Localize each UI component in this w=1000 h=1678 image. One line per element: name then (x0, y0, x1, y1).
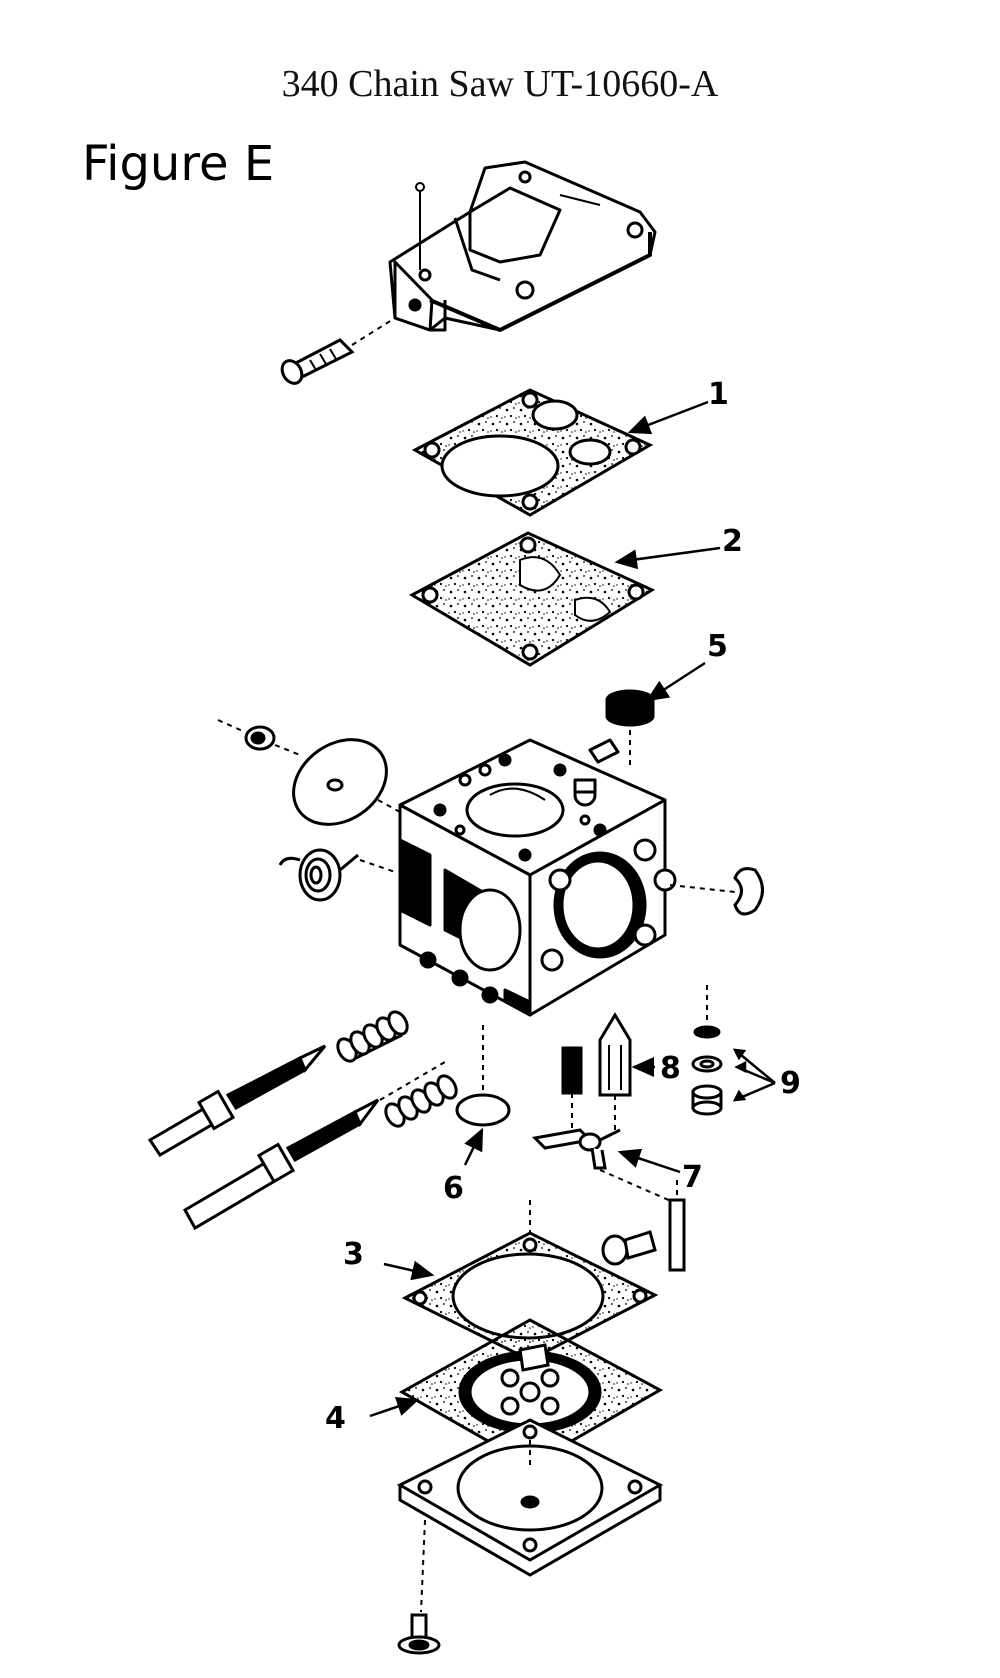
callout-9: 9 (780, 1066, 801, 1101)
callout-4: 4 (325, 1401, 346, 1436)
low-speed-needle-spring (384, 1074, 458, 1128)
callout-7: 7 (682, 1160, 703, 1195)
throttle-stop-screw (217, 719, 301, 756)
pump-cover (388, 160, 657, 332)
carburetor-body (398, 738, 677, 1017)
cover-screw (280, 317, 396, 385)
lever-pin (668, 1180, 686, 1272)
callout-6: 6 (443, 1171, 464, 1206)
cover-bottom-screw (397, 1519, 441, 1655)
throttle-return-spring (278, 848, 396, 902)
e-clip (669, 867, 764, 916)
low-speed-needle (182, 1061, 446, 1231)
diaphragm-4 (398, 1318, 664, 1467)
fuel-inlet-cap-5 (605, 689, 655, 770)
high-speed-needle (147, 1044, 327, 1158)
callout-1: 1 (708, 377, 729, 412)
welch-plug-6 (455, 1025, 511, 1127)
throttle-plate (292, 738, 401, 826)
callout-3: 3 (343, 1237, 364, 1272)
figure-label: Figure E (82, 136, 275, 192)
inlet-needle-8 (598, 1012, 632, 1135)
high-speed-needle-spring (336, 1010, 409, 1063)
callout-8: 8 (660, 1051, 681, 1086)
document-title: 340 Chain Saw UT-10660-A (281, 63, 719, 105)
metering-spring (561, 1046, 583, 1130)
gasket-1 (411, 388, 654, 517)
lever-screw (601, 1230, 657, 1266)
gasket-3 (401, 1200, 659, 1362)
callout-5: 5 (707, 629, 728, 664)
callout-arrows (369, 400, 776, 1418)
callout-labels: 1 2 3 4 5 6 7 8 9 (325, 377, 801, 1436)
metering-cover (396, 1418, 664, 1577)
diaphragm-2 (408, 531, 656, 667)
callout-2: 2 (722, 524, 743, 559)
inlet-parts-9 (691, 985, 723, 1116)
metering-lever-7 (531, 1128, 681, 1206)
